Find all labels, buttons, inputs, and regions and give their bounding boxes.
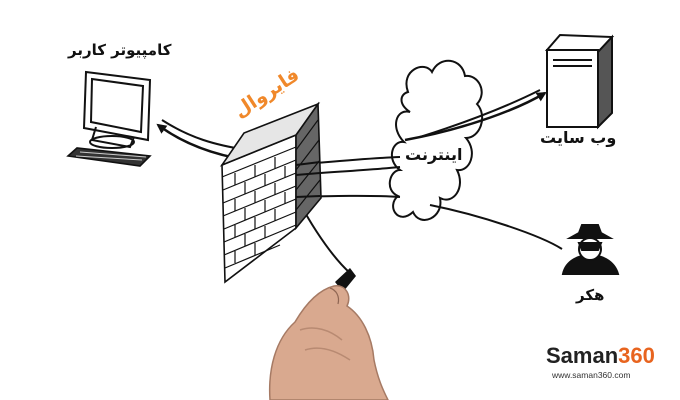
brand-url: www.saman360.com <box>552 370 631 380</box>
server-icon <box>544 33 615 130</box>
hacker-label: هکر <box>576 286 605 304</box>
computer-icon <box>82 70 152 149</box>
computer-label: کامپیوتر کاربر <box>68 41 172 59</box>
hand-with-marker-icon <box>268 268 389 400</box>
website-label: وب سایت <box>540 128 617 147</box>
brand-name-part2: 360 <box>618 343 655 368</box>
connection-lines <box>156 89 563 274</box>
keyboard-icon <box>66 147 152 167</box>
hacker-icon <box>561 224 620 275</box>
brand-name-part1: Saman <box>546 343 619 368</box>
brick-wall-icon <box>219 101 322 284</box>
internet-label: اینترنت <box>405 145 463 164</box>
cloud-icon <box>388 59 484 221</box>
brand-logo: Saman360 <box>546 343 655 369</box>
